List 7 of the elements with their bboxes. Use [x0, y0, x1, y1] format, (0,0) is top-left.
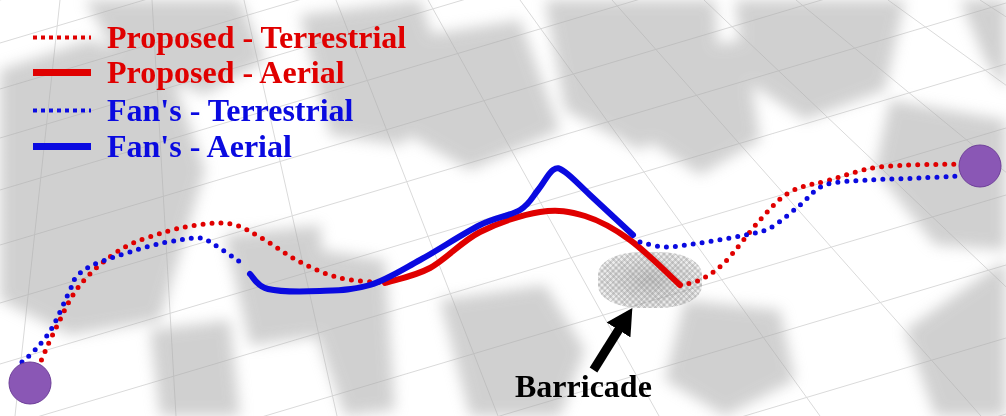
arrow [589, 307, 633, 373]
point-cloud-obstacle [598, 252, 702, 308]
legend-label: Proposed - Aerial [107, 56, 345, 88]
annotation-label: Barricade [515, 370, 652, 402]
legend-label: Fan's - Aerial [107, 130, 292, 162]
legend-label: Fan's - Terrestrial [107, 94, 354, 126]
legend-label: Proposed - Terrestrial [107, 21, 407, 53]
